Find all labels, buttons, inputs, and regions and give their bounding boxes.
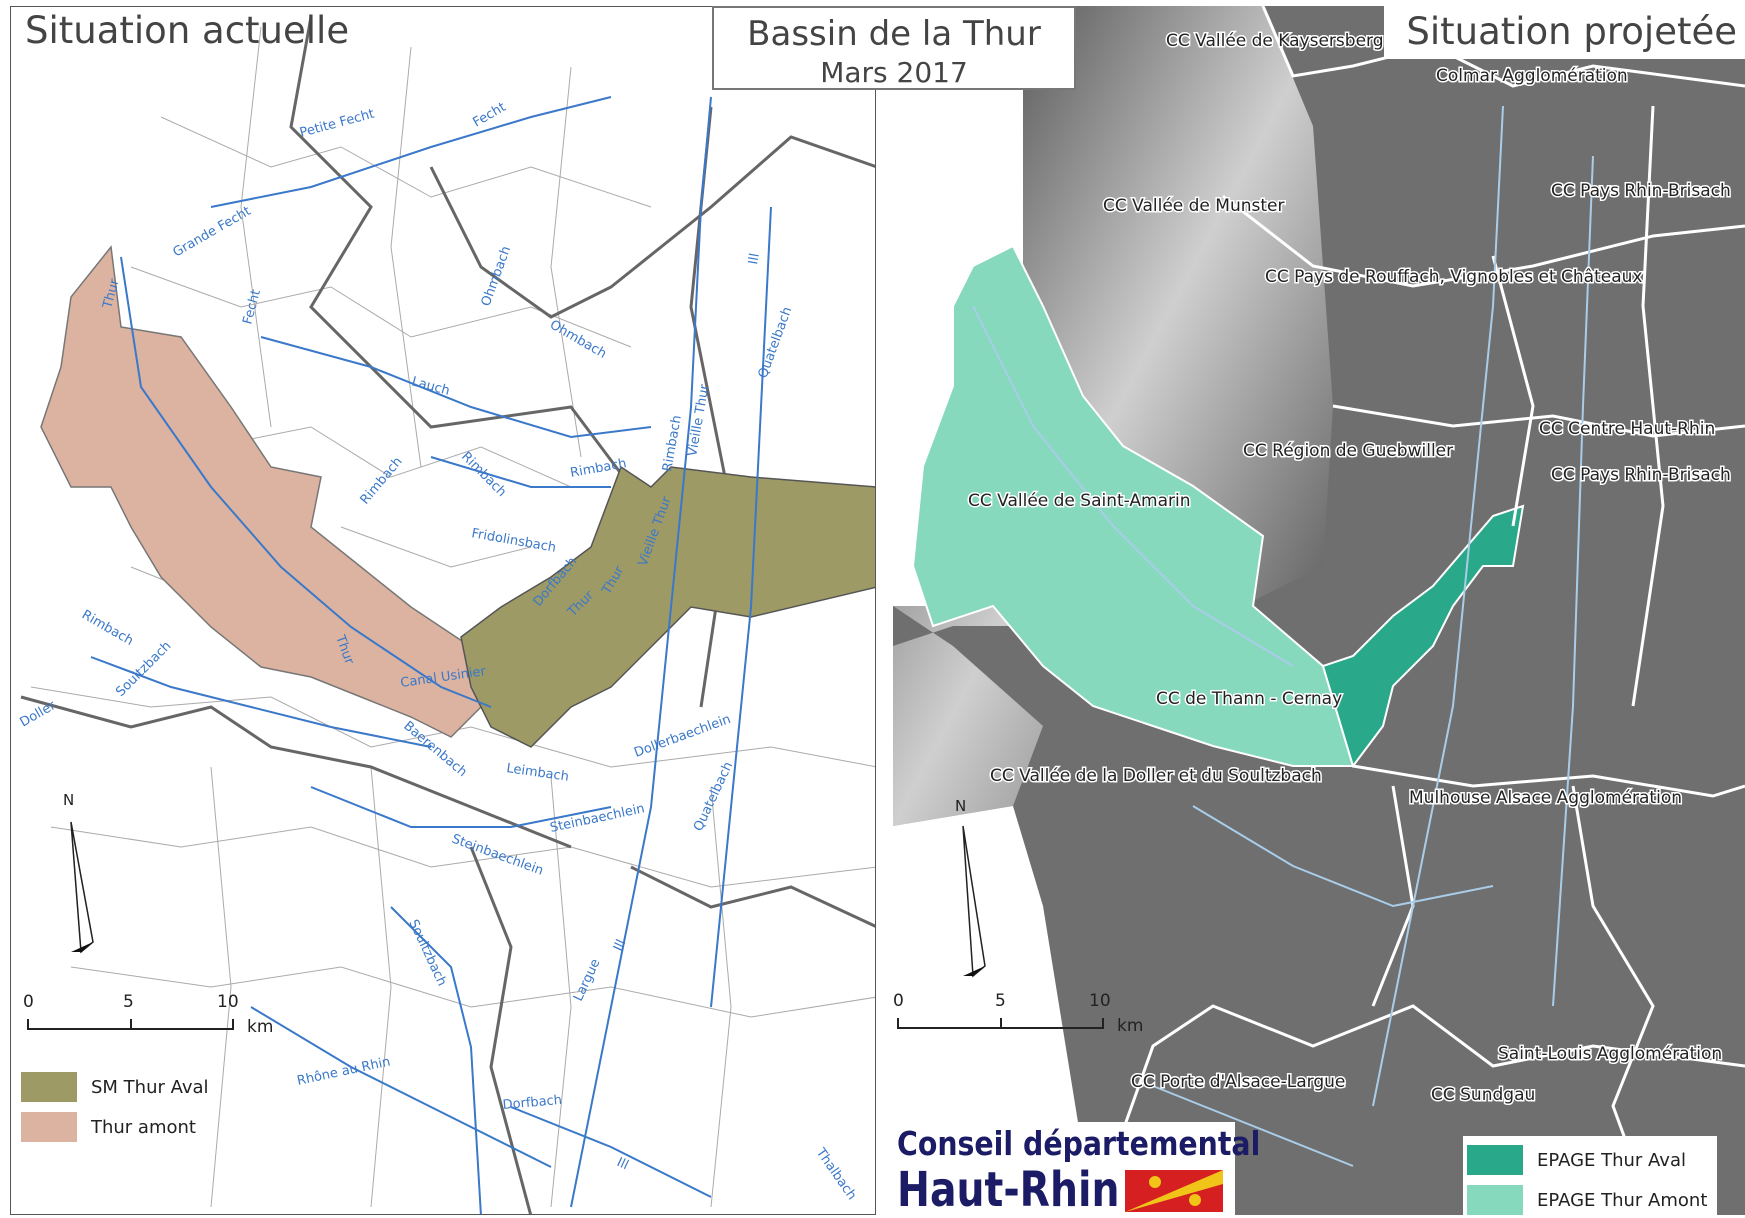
legend-swatch xyxy=(21,1072,77,1102)
legend-label: Thur amont xyxy=(91,1116,196,1138)
map-situation-actuelle: Petite Fecht Fecht Grande Fecht Fecht Th… xyxy=(10,6,876,1215)
label-ill-n: Ill xyxy=(746,252,763,265)
right-panel-title: Situation projetée xyxy=(1384,6,1745,59)
legend-swatch xyxy=(21,1112,77,1142)
area-labels: CC Vallée de Kaysersberg Colmar Agglomér… xyxy=(967,30,1733,1107)
label-centre-haut-rhin: CC Centre Haut-Rhin xyxy=(1539,419,1715,439)
scale-bar-right: 0 5 10 km xyxy=(893,991,1143,1036)
label-steinbaechlein-1: Steinbaechlein xyxy=(549,801,646,836)
label-kaysersberg: CC Vallée de Kaysersberg xyxy=(1166,31,1384,51)
left-legend: SM Thur Aval Thur amont xyxy=(21,1067,209,1147)
label-ohmbach-1: Ohmbach xyxy=(479,244,515,308)
north-arrow: N xyxy=(63,791,94,954)
label-petite-fecht: Petite Fecht xyxy=(298,107,376,141)
thur-amont-area xyxy=(40,245,482,738)
legend-sm-thur-aval: SM Thur Aval xyxy=(21,1067,209,1107)
scale-bar: 0 5 10 km xyxy=(23,992,273,1037)
label-leimbach: Leimbach xyxy=(505,761,569,785)
svg-text:5: 5 xyxy=(995,991,1006,1011)
label-doller-soultzbach: CC Vallée de la Doller et du Soultzbach xyxy=(990,766,1322,786)
label-soultzbach-2: Soultzbach xyxy=(405,917,449,988)
label-rimbach-1: Rimbach xyxy=(660,414,685,473)
legend-label: SM Thur Aval xyxy=(91,1076,209,1098)
legend-epage-thur-aval: EPAGE Thur Aval xyxy=(1467,1140,1707,1180)
logo-line2: Haut-Rhin xyxy=(897,1162,1120,1218)
legend-swatch xyxy=(1467,1185,1523,1215)
label-saint-amarin: CC Vallée de Saint-Amarin xyxy=(968,491,1191,511)
conseil-departemental-logo: Conseil départemental Haut-Rhin xyxy=(895,1122,1260,1218)
map-date: Mars 2017 xyxy=(820,56,968,89)
label-thann-cernay: CC de Thann - Cernay xyxy=(1156,689,1342,709)
map-situation-projetee: CC Vallée de Kaysersberg Colmar Agglomér… xyxy=(893,6,1745,1215)
logo-line1: Conseil départemental xyxy=(897,1124,1261,1163)
legend-thur-amont: Thur amont xyxy=(21,1107,209,1147)
rivers xyxy=(90,96,772,1214)
svg-text:10: 10 xyxy=(217,992,239,1012)
label-quatelbach-n: Quatelbach xyxy=(756,305,796,380)
label-guebwiller: CC Région de Guebwiller xyxy=(1243,441,1453,461)
outside-area-sw xyxy=(893,806,1093,1215)
commune-boundaries xyxy=(30,26,875,1208)
label-pays-rhin-brisach-2: CC Pays Rhin-Brisach xyxy=(1551,465,1731,485)
label-dorfbach-2: Dorfbach xyxy=(502,1093,563,1113)
map-title: Bassin de la Thur xyxy=(747,14,1041,54)
sm-thur-aval-area xyxy=(460,465,875,748)
label-rhone-au-rhin: Rhône au Rhin xyxy=(296,1054,392,1088)
rivers-right xyxy=(972,105,1594,1167)
svg-text:N: N xyxy=(63,791,74,809)
label-rimbach-4: Rimbach xyxy=(358,454,406,507)
left-map-canvas: Petite Fecht Fecht Grande Fecht Fecht Th… xyxy=(18,16,875,1214)
label-thalbach: Thalbach xyxy=(812,1145,859,1203)
legend-swatch xyxy=(1467,1145,1523,1175)
svg-text:5: 5 xyxy=(123,992,134,1012)
legend-label: EPAGE Thur Amont xyxy=(1537,1189,1708,1211)
label-colmar: Colmar Agglomération xyxy=(1436,66,1628,86)
label-rimbach-3: Rimbach xyxy=(458,449,509,500)
svg-text:0: 0 xyxy=(893,991,904,1011)
svg-text:0: 0 xyxy=(23,992,34,1012)
legend-label: EPAGE Thur Aval xyxy=(1537,1149,1686,1171)
epage-thur-aval-area xyxy=(1321,504,1525,769)
label-munster: CC Vallée de Munster xyxy=(1103,196,1284,216)
label-ill-s2: Ill xyxy=(614,1155,630,1173)
north-arrow-right: N xyxy=(955,797,986,978)
right-legend: EPAGE Thur Aval EPAGE Thur Amont xyxy=(1463,1136,1718,1215)
label-porte-alsace: CC Porte d'Alsace-Largue xyxy=(1131,1072,1345,1092)
map-title-box: Bassin de la Thur Mars 2017 xyxy=(712,6,1076,90)
label-rimbach-w: Rimbach xyxy=(79,607,136,648)
label-ohmbach-2: Ohmbach xyxy=(547,317,609,361)
label-ill-s: Ill xyxy=(611,937,629,953)
label-largue: Largue xyxy=(571,957,604,1004)
svg-text:km: km xyxy=(1117,1016,1143,1036)
label-fecht-w: Fecht xyxy=(240,288,264,326)
label-pays-rhin-brisach-1: CC Pays Rhin-Brisach xyxy=(1551,181,1731,201)
label-steinbaechlein-2: Steinbaechlein xyxy=(450,832,546,879)
label-lauch: Lauch xyxy=(410,374,451,399)
label-rouffach: CC Pays de Rouffach, Vignobles et Châtea… xyxy=(1265,267,1642,287)
legend-epage-thur-amont: EPAGE Thur Amont xyxy=(1467,1180,1707,1215)
left-panel-title: Situation actuelle xyxy=(25,9,350,52)
label-sundgau: CC Sundgau xyxy=(1431,1085,1535,1105)
haut-rhin-flag-icon xyxy=(1125,1170,1223,1212)
label-saint-louis: Saint-Louis Agglomération xyxy=(1498,1044,1722,1064)
right-map-canvas: CC Vallée de Kaysersberg Colmar Agglomér… xyxy=(893,6,1745,1215)
label-mulhouse: Mulhouse Alsace Agglomération xyxy=(1409,788,1682,808)
svg-text:km: km xyxy=(247,1017,273,1037)
svg-text:N: N xyxy=(955,797,966,815)
svg-text:10: 10 xyxy=(1089,991,1111,1011)
label-grande-fecht: Grande Fecht xyxy=(171,204,254,261)
